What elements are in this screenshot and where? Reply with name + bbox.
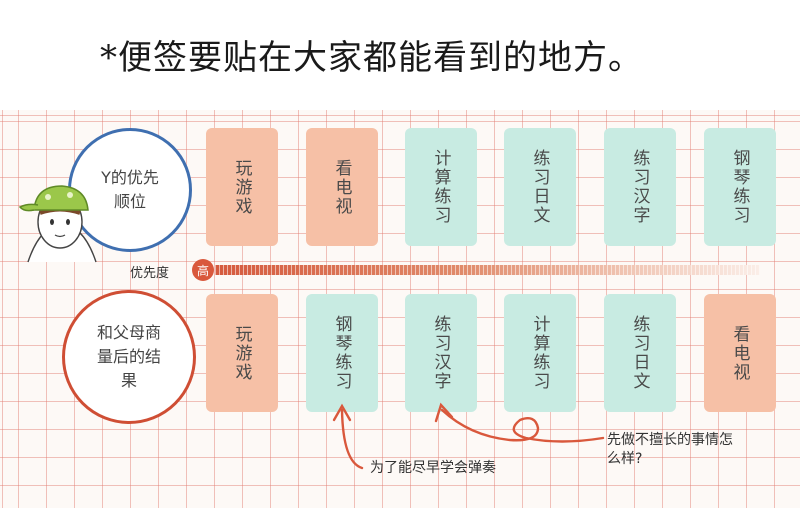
priority-label: 优先度 bbox=[130, 266, 170, 281]
note-piano: 为了能尽早学会弹奏 bbox=[370, 460, 496, 476]
top-card-4: 练习日文 bbox=[504, 128, 576, 246]
card-label: 看电视 bbox=[729, 324, 750, 382]
top-card-1: 玩游戏 bbox=[206, 128, 278, 246]
card-label: 练习日文 bbox=[529, 149, 550, 225]
note-hard-first-2: 么样? bbox=[607, 451, 643, 467]
card-label: 钢琴练习 bbox=[331, 315, 352, 391]
bottom-card-3: 练习汉字 bbox=[405, 294, 477, 412]
top-card-6: 钢琴练习 bbox=[704, 128, 776, 246]
card-label: 看电视 bbox=[331, 158, 352, 216]
card-label: 练习日文 bbox=[629, 315, 650, 391]
top-card-5: 练习汉字 bbox=[604, 128, 676, 246]
bottom-card-4: 计算练习 bbox=[504, 294, 576, 412]
card-label: 练习汉字 bbox=[629, 149, 650, 225]
top-card-2: 看电视 bbox=[306, 128, 378, 246]
card-label: 计算练习 bbox=[430, 149, 451, 225]
high-priority-badge: 高 bbox=[192, 259, 214, 281]
priority-gradient-bar bbox=[215, 265, 760, 275]
agreed-result-circle: 和父母商量后的结果 bbox=[62, 290, 196, 424]
bottom-card-6: 看电视 bbox=[704, 294, 776, 412]
card-label: 钢琴练习 bbox=[729, 149, 750, 225]
top-card-3: 计算练习 bbox=[405, 128, 477, 246]
agreed-result-label: 和父母商量后的结果 bbox=[96, 323, 161, 390]
page-title: *便签要贴在大家都能看到的地方。 bbox=[100, 38, 643, 78]
card-label: 练习汉字 bbox=[430, 315, 451, 391]
y-priority-circle: Y的优先顺位 bbox=[68, 128, 192, 252]
note-hard-first-1: 先做不擅长的事情怎 bbox=[607, 432, 733, 448]
bottom-card-1: 玩游戏 bbox=[206, 294, 278, 412]
bottom-card-2: 钢琴练习 bbox=[306, 294, 378, 412]
y-priority-label: Y的优先顺位 bbox=[101, 168, 159, 211]
card-label: 计算练习 bbox=[529, 315, 550, 391]
card-label: 玩游戏 bbox=[231, 324, 252, 382]
bottom-card-5: 练习日文 bbox=[604, 294, 676, 412]
card-label: 玩游戏 bbox=[231, 158, 252, 216]
